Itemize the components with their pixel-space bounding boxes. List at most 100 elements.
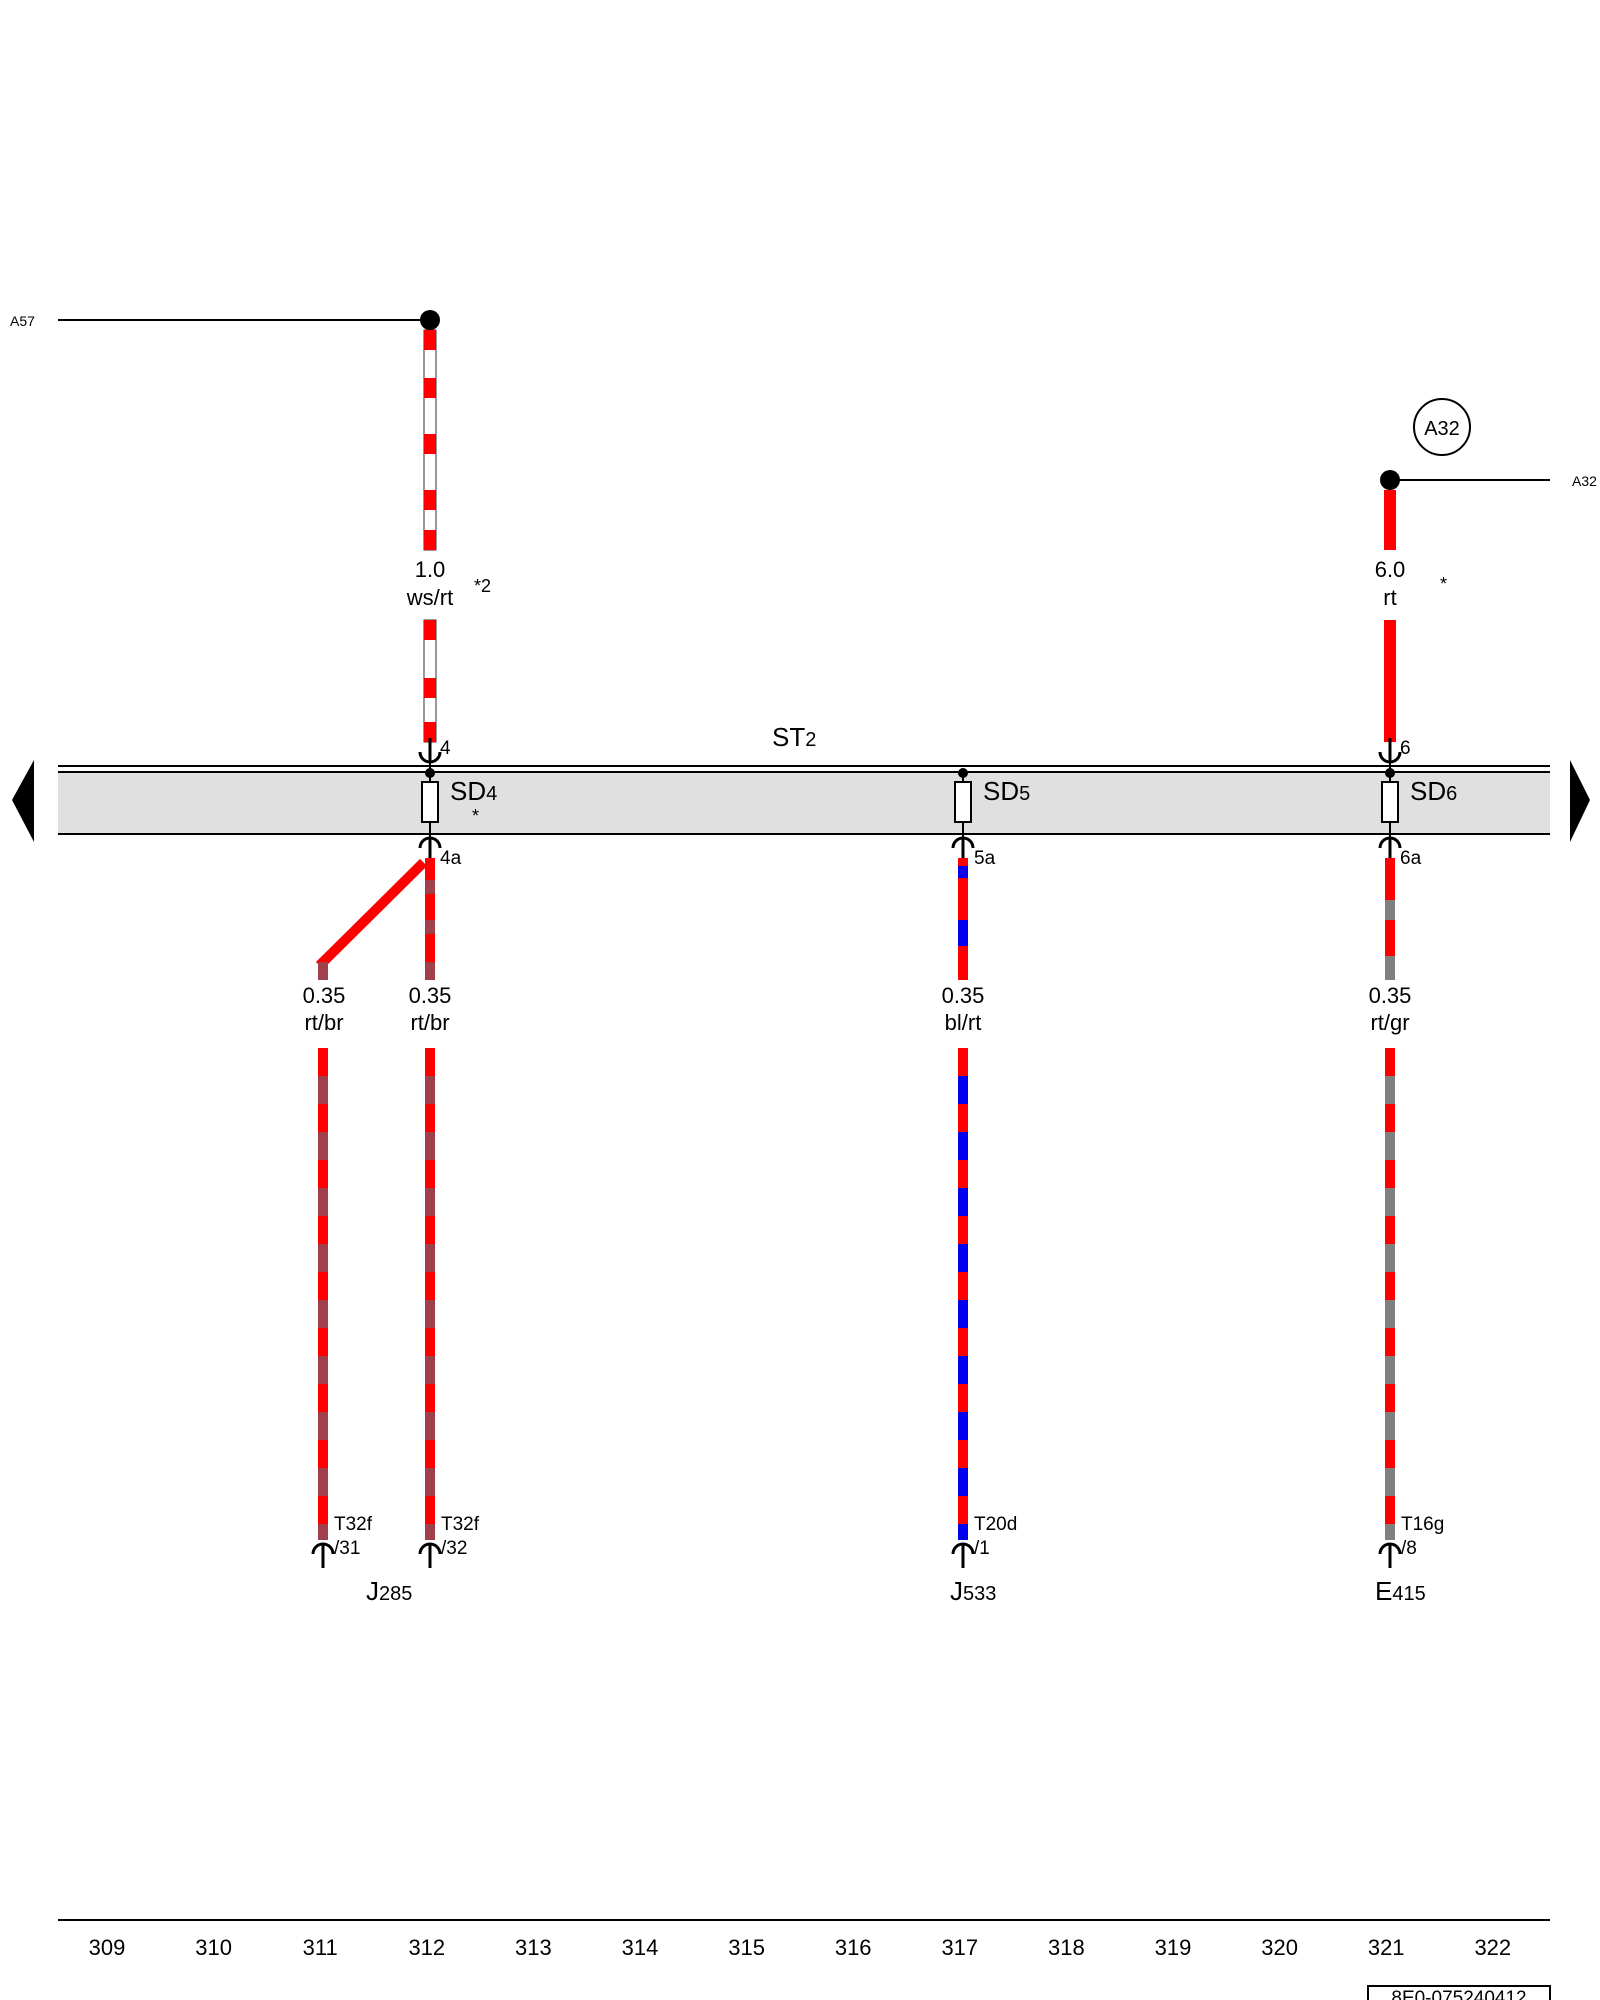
wire-bottom-3-color: bl/rt xyxy=(945,1010,982,1035)
wire-stripe xyxy=(318,1104,328,1132)
wire-stripe xyxy=(318,1272,328,1300)
column-label: 320 xyxy=(1261,1935,1298,1960)
connector-1-pin: /31 xyxy=(334,1538,360,1559)
wire-stripe xyxy=(318,1244,328,1272)
wire-stripe xyxy=(1385,1104,1395,1132)
wire-stripe xyxy=(1385,1524,1395,1540)
column-label: 315 xyxy=(728,1935,765,1960)
wire-stripe xyxy=(318,1076,328,1104)
wire-stripe xyxy=(958,1132,968,1160)
wire-bottom-1-lower xyxy=(318,1048,328,1540)
component-e415: E415 xyxy=(1375,1576,1426,1606)
column-label: 314 xyxy=(622,1935,659,1960)
wire-stripe xyxy=(425,1048,435,1076)
wire-stripe xyxy=(958,1216,968,1244)
wire-top-1-gauge: 1.0 xyxy=(415,557,446,582)
wire-stripe xyxy=(1385,1160,1395,1188)
wire-bottom-2-color: rt/br xyxy=(410,1010,449,1035)
wire-stripe xyxy=(318,1132,328,1160)
column-label: 316 xyxy=(835,1935,872,1960)
wire-bottom-1-gauge: 0.35 xyxy=(303,983,346,1008)
connector-1-name: T32f xyxy=(334,1514,373,1535)
column-label: 311 xyxy=(303,1935,338,1960)
wire-stripe xyxy=(958,1272,968,1300)
wire-bottom-1-color: rt/br xyxy=(304,1010,343,1035)
connector-t32f-31 xyxy=(311,1542,335,1570)
pin-label-6a: 6a xyxy=(1400,848,1422,869)
wire-stripe xyxy=(425,1132,435,1160)
wire-stripe xyxy=(425,1188,435,1216)
wire-bottom-3-lower xyxy=(958,1048,968,1540)
wire-stripe xyxy=(958,1524,968,1540)
connector-t32f-32 xyxy=(418,1542,442,1570)
wire-top-2-note: * xyxy=(1440,574,1447,594)
fuse-top-connector-4 xyxy=(418,736,442,764)
wire-stripe xyxy=(1385,1188,1395,1216)
column-label: 322 xyxy=(1474,1935,1511,1960)
ref-circle-a32 xyxy=(1413,398,1471,456)
wire-top-rt xyxy=(1384,490,1396,742)
fuse-sd4 xyxy=(421,762,439,838)
wire-top-1-note: *2 xyxy=(474,576,491,596)
wire-bottom-3-gauge: 0.35 xyxy=(942,983,985,1008)
wire-stripe xyxy=(1385,1272,1395,1300)
wire-stripe xyxy=(958,1496,968,1524)
wire-stripe xyxy=(318,1440,328,1468)
component-j533: J533 xyxy=(950,1576,996,1606)
pin-label-4a: 4a xyxy=(440,848,462,869)
wire-stripe xyxy=(1385,1440,1395,1468)
fuse-sd4-note: * xyxy=(472,806,479,826)
wire-top-1-color: ws/rt xyxy=(406,585,453,610)
wire-bottom-3-upper xyxy=(958,858,968,980)
wire-stripe xyxy=(425,1328,435,1356)
wire-stripe xyxy=(425,1524,435,1540)
wire-stripe xyxy=(958,1188,968,1216)
wire-stripe xyxy=(958,1300,968,1328)
wire-stripe xyxy=(1385,1356,1395,1384)
wire-stripe xyxy=(1385,1076,1395,1104)
wire-bottom-4-upper xyxy=(1385,858,1395,980)
wire-stripe xyxy=(1385,1412,1395,1440)
ref-circle-label: A32 xyxy=(1424,418,1460,440)
wire-bottom-2-gauge: 0.35 xyxy=(409,983,452,1008)
connector-t16g-8 xyxy=(1378,1542,1402,1570)
column-label: 312 xyxy=(408,1935,445,1960)
wire-stripe xyxy=(1385,1132,1395,1160)
wire-bottom-4-gauge: 0.35 xyxy=(1369,983,1412,1008)
fuse-sd5 xyxy=(954,768,972,838)
wire-stripe xyxy=(425,1356,435,1384)
fuse-sd6-label: SD6 xyxy=(1410,776,1457,806)
wire-stripe xyxy=(1385,1300,1395,1328)
ref-left-label: A57 xyxy=(10,313,35,329)
wire-stripe xyxy=(1385,1384,1395,1412)
wire-stripe xyxy=(958,1048,968,1076)
wire-top-ws-rt xyxy=(423,329,437,743)
column-label: 318 xyxy=(1048,1935,1085,1960)
connector-2-name: T32f xyxy=(441,1514,480,1535)
nav-left-arrow-icon[interactable] xyxy=(12,760,34,842)
wire-stripe xyxy=(425,1300,435,1328)
wire-stripe xyxy=(1385,1048,1395,1076)
fuse-box-title: ST2 xyxy=(772,722,816,752)
wire-stripe xyxy=(318,1048,328,1076)
wire-stripe xyxy=(1385,1328,1395,1356)
wire-stripe xyxy=(1385,1468,1395,1496)
fuse-sd6 xyxy=(1381,762,1399,838)
wire-stripe xyxy=(318,1188,328,1216)
fuse-sd5-label: SD5 xyxy=(983,776,1030,806)
connector-3-name: T20d xyxy=(974,1514,1017,1535)
wire-stripe xyxy=(958,1328,968,1356)
wire-stripe xyxy=(318,1356,328,1384)
wire-stripe xyxy=(425,1496,435,1524)
connector-4-pin: /8 xyxy=(1401,1538,1417,1559)
wire-stripe xyxy=(318,1328,328,1356)
wire-stripe xyxy=(318,1384,328,1412)
connector-2-pin: /32 xyxy=(441,1538,467,1559)
wire-stripe xyxy=(958,1440,968,1468)
wire-stripe xyxy=(1385,1496,1395,1524)
nav-right-arrow-icon[interactable] xyxy=(1570,760,1590,842)
wire-stripe xyxy=(425,1076,435,1104)
wire-bottom-1-upper xyxy=(315,858,428,980)
wire-stripe xyxy=(425,1440,435,1468)
